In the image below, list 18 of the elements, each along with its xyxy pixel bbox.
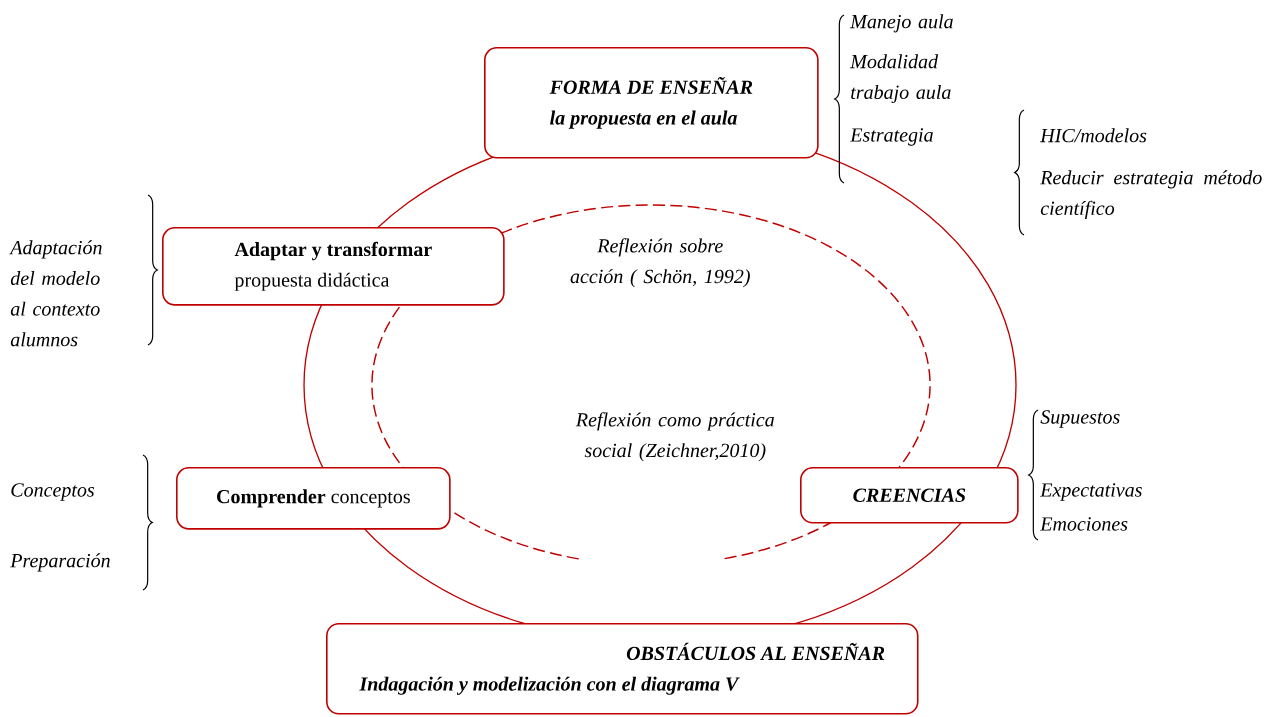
reflection-caption: Reflexión sobre acción ( Schön, 1992) bbox=[570, 238, 750, 288]
text-box: Comprender conceptos bbox=[176, 467, 451, 530]
side-label: Manejo aula bbox=[850, 14, 953, 33]
reflection-caption: Reflexión como práctica social (Zeichner,2010) bbox=[575, 412, 774, 462]
side-label: Supuestos bbox=[1040, 410, 1120, 428]
text-box: OBSTÁCULOS AL ENSEÑAR Indagación y modelización con el diagrama V bbox=[326, 623, 919, 715]
side-label: HIC/modelos bbox=[1040, 128, 1147, 143]
side-label: Estrategia bbox=[850, 128, 933, 146]
side-label: Conceptos bbox=[11, 483, 95, 501]
text-box: Adaptar y transformar propuesta didáctica bbox=[162, 227, 505, 306]
text-box: CREENCIAS bbox=[800, 467, 1019, 524]
side-label: Reducir estrategia método científico bbox=[1040, 170, 1262, 220]
side-label: Modalidad trabajo aula bbox=[850, 54, 951, 104]
text-box: FORMA DE ENSEÑAR la propuesta en el aula bbox=[484, 47, 819, 159]
side-label: Expectativas bbox=[1040, 483, 1142, 501]
side-label: Preparación bbox=[10, 553, 110, 572]
side-label: Emociones bbox=[1040, 517, 1128, 531]
side-label: Adaptación del modelo al contexto alumnos bbox=[9, 240, 102, 347]
